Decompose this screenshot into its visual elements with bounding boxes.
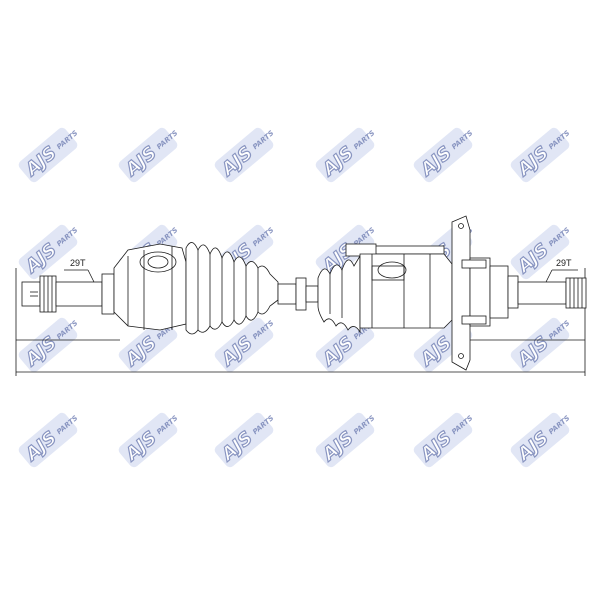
watermark-tile	[18, 224, 78, 280]
watermark-tile	[18, 127, 78, 183]
watermark-tile	[214, 412, 274, 468]
watermark-tile	[315, 224, 375, 280]
watermark-tile	[413, 127, 473, 183]
watermark-tile	[18, 317, 78, 373]
watermark-tile	[214, 317, 274, 373]
left-spline-leader-tail	[87, 269, 95, 283]
watermark-tile	[18, 412, 78, 468]
left-spline-label: 29T	[70, 258, 86, 268]
watermark-tile	[118, 317, 178, 373]
watermark-tile	[510, 317, 570, 373]
watermark-tile	[510, 412, 570, 468]
flange-plate	[451, 215, 471, 371]
left-cv-joint	[113, 243, 187, 331]
watermark-tile	[214, 127, 274, 183]
right-spline-leader-tail	[545, 269, 553, 283]
drive-shaft	[15, 215, 587, 376]
watermark-tile	[118, 412, 178, 468]
watermark-tile	[510, 224, 570, 280]
right-spline-label: 29T	[556, 258, 572, 268]
watermark-tile	[315, 412, 375, 468]
right-boot	[317, 254, 361, 334]
intermediate-shaft	[277, 277, 319, 311]
left-spline-stub	[21, 273, 115, 315]
bearing-hub	[461, 257, 509, 327]
watermark-tile	[118, 127, 178, 183]
watermark-tile	[510, 127, 570, 183]
right-cv-joint	[345, 243, 453, 329]
left-boot	[185, 242, 279, 335]
watermark-tile	[413, 412, 473, 468]
watermark-tile	[315, 127, 375, 183]
right-spline-stub	[507, 275, 587, 309]
